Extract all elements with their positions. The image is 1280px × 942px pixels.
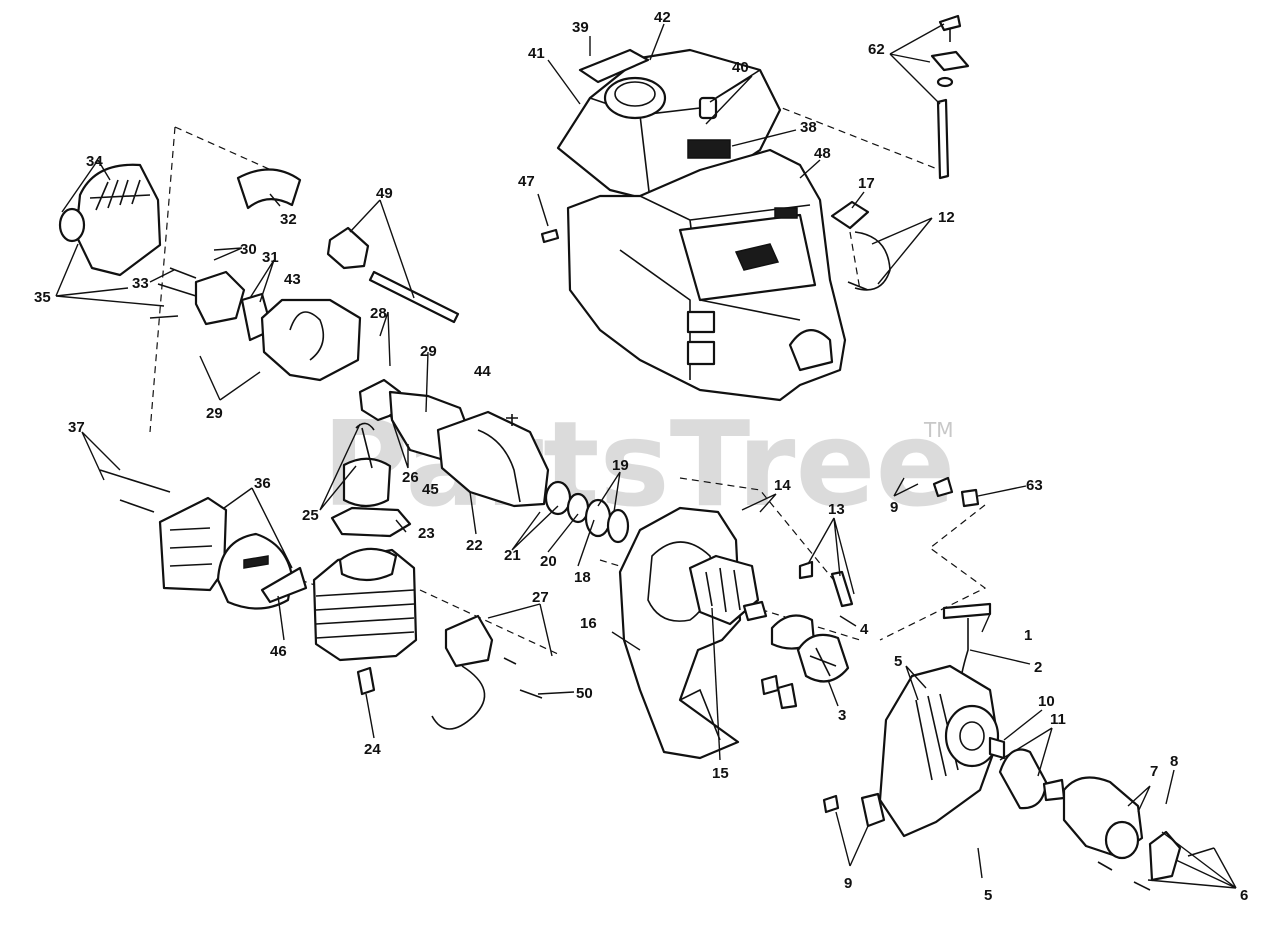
clutch-assembly — [760, 560, 854, 710]
callout-label: 29 — [420, 343, 437, 360]
callout-label: 21 — [504, 547, 521, 564]
callout-label: 9 — [890, 499, 898, 516]
callout-label: 47 — [518, 173, 535, 190]
callout-label: 42 — [654, 9, 671, 26]
callout-label: 34 — [86, 153, 103, 170]
carburetor — [194, 270, 246, 326]
callout-label: 46 — [270, 643, 287, 660]
air-filter-element — [236, 168, 302, 210]
callout-label: 6 — [1240, 887, 1248, 904]
flywheel — [688, 554, 768, 626]
muffler-assembly — [99, 469, 308, 610]
callout-label: 15 — [712, 765, 729, 782]
piston — [342, 457, 392, 508]
callout-label: 12 — [938, 209, 955, 226]
callout-label: 36 — [254, 475, 271, 492]
callout-label: 63 — [1026, 477, 1043, 494]
callout-label: 50 — [576, 685, 593, 702]
spark-plug-boot — [326, 226, 460, 324]
callout-label: 28 — [370, 305, 387, 322]
watermark-trademark: TM — [923, 418, 953, 442]
callout-label: 1 — [1024, 627, 1032, 644]
callout-label: 37 — [68, 419, 85, 436]
callout-label: 23 — [418, 525, 435, 542]
callout-label: 39 — [572, 19, 589, 36]
callout-label: 30 — [240, 241, 257, 258]
callout-label: 27 — [532, 589, 549, 606]
bracket — [822, 476, 980, 828]
callout-label: 45 — [422, 481, 439, 498]
callout-label: 22 — [466, 537, 483, 554]
spark-plug — [356, 666, 376, 696]
callout-label: 2 — [1034, 659, 1042, 676]
fuel-cap — [603, 76, 667, 120]
shroud-screw — [540, 228, 560, 244]
callout-label: 49 — [376, 185, 393, 202]
callout-label: 4 — [860, 621, 869, 638]
callout-label: 16 — [580, 615, 597, 632]
callout-label: 44 — [474, 363, 491, 380]
callout-label: 43 — [284, 271, 301, 288]
callout-label: 41 — [528, 45, 545, 62]
callout-label: 8 — [1170, 753, 1178, 770]
callout-label: 5 — [984, 887, 992, 904]
intake-plate — [240, 292, 362, 382]
callout-label: 48 — [814, 145, 831, 162]
callout-label: 17 — [858, 175, 875, 192]
cylinder — [312, 506, 418, 662]
cylinder-gasket — [330, 506, 412, 538]
callout-label: 62 — [868, 41, 885, 58]
callout-label: 5 — [894, 653, 902, 670]
callout-label: 24 — [364, 741, 381, 758]
callout-label: 19 — [612, 457, 629, 474]
callout-label: 29 — [206, 405, 223, 422]
gear-housing — [998, 748, 1215, 891]
callout-label: 25 — [302, 507, 319, 524]
callout-label: 3 — [838, 707, 846, 724]
callout-labels: 1 2 3 4 5 5 6 7 8 9 9 10 11 12 13 14 15 … — [34, 9, 1248, 904]
callout-label: 20 — [540, 553, 557, 570]
callout-label: 18 — [574, 569, 591, 586]
crankcase-main — [436, 410, 550, 508]
callout-label: 11 — [1050, 711, 1066, 728]
callout-label: 14 — [774, 477, 791, 494]
mount-clip-assembly — [930, 14, 970, 180]
callout-label: 9 — [844, 875, 852, 892]
callout-label: 13 — [828, 501, 845, 518]
callout-label: 7 — [1150, 763, 1158, 780]
leader-lines — [55, 23, 1237, 889]
fuel-tank-handle — [578, 48, 650, 84]
stop-switch — [830, 200, 891, 291]
air-filter-assembly — [58, 163, 302, 326]
callout-label: 10 — [1038, 693, 1055, 710]
callout-label: 32 — [280, 211, 297, 228]
callout-label: 26 — [402, 469, 419, 486]
callout-label: 35 — [34, 289, 51, 306]
starter-housing — [878, 664, 1006, 838]
tank-grommet — [687, 139, 731, 159]
callout-label: 38 — [800, 119, 817, 136]
intake-adapter — [260, 298, 362, 382]
engine-shroud — [566, 148, 847, 402]
ignition-module — [431, 614, 543, 730]
callout-label: 31 — [262, 249, 279, 266]
callout-label: 40 — [732, 59, 749, 76]
fan-housing — [618, 506, 742, 760]
vent-fitting — [698, 96, 718, 120]
callout-label: 33 — [132, 275, 149, 292]
